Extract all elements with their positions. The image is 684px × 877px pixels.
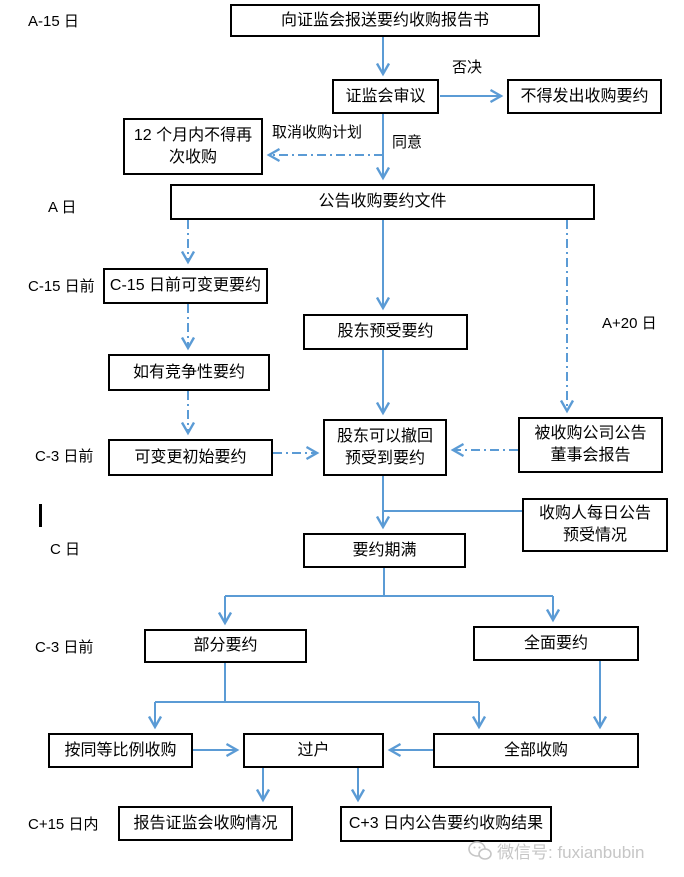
node-report-csrc: 报告证监会收购情况: [118, 806, 293, 841]
node-proportional: 按同等比例收购: [48, 733, 193, 768]
node-acquire-all: 全部收购: [433, 733, 639, 768]
edge-label-veto: 否决: [452, 59, 483, 76]
edge-label-cancel-plan: 取消收购计划: [272, 124, 363, 141]
edge-label-a-plus-20: A+20 日: [602, 315, 657, 332]
node-announce-result: C+3 日内公告要约收购结果: [340, 806, 552, 842]
wechat-watermark: 微信号: fuxianbubin: [468, 838, 644, 863]
node-no-offer: 不得发出收购要约: [507, 79, 662, 114]
edge-label-approve: 同意: [392, 134, 423, 151]
timeline-label-c-plus-15: C+15 日内: [28, 816, 99, 833]
node-withdraw: 股东可以撤回 预受到要约: [323, 419, 447, 476]
timeline-label-a-minus-15: A-15 日: [28, 13, 79, 30]
node-announce-offer: 公告收购要约文件: [170, 184, 595, 220]
edge-expiry-branch: [225, 568, 553, 597]
node-offer-expiry: 要约期满: [303, 533, 466, 568]
timeline-tick: [39, 504, 42, 527]
node-board-report: 被收购公司公告 董事会报告: [518, 417, 663, 473]
node-transfer: 过户: [243, 733, 384, 768]
wechat-icon: [468, 840, 492, 860]
timeline-label-a-day: A 日: [48, 199, 77, 216]
timeline-label-c-day: C 日: [50, 541, 81, 558]
node-withdraw-line1: 股东可以撤回: [336, 427, 433, 445]
node-change-initial: 可变更初始要约: [108, 439, 273, 476]
node-csrc-review: 证监会审议: [332, 79, 439, 114]
node-submit-report: 向证监会报送要约收购报告书: [230, 4, 540, 37]
node-no-reacquire: 12 个月内不得再 次收购: [123, 118, 263, 175]
node-shareholder-preaccept: 股东预受要约: [303, 314, 468, 350]
node-change-before-c15: C-15 日前可变更要约: [103, 268, 268, 304]
node-withdraw-line2: 预受到要约: [344, 449, 425, 467]
node-competing-offer: 如有竞争性要约: [108, 354, 270, 391]
node-daily-announce-line1: 收购人每日公告: [538, 505, 651, 523]
node-board-report-line2: 董事会报告: [550, 447, 631, 464]
timeline-label-c-minus-15: C-15 日前: [28, 278, 95, 295]
node-daily-announce-line2: 预受情况: [562, 527, 627, 544]
node-daily-announce: 收购人每日公告 预受情况: [522, 498, 668, 552]
edge-partial-branch: [155, 663, 479, 703]
timeline-label-c-minus-3-upper: C-3 日前: [35, 448, 94, 465]
timeline-label-c-minus-3-lower: C-3 日前: [35, 639, 94, 656]
wechat-id-text: 微信号: fuxianbubin: [497, 843, 645, 862]
node-board-report-line1: 被收购公司公告: [534, 425, 647, 443]
node-full-offer: 全面要约: [473, 626, 639, 661]
node-no-reacquire-line2: 次收购: [168, 148, 217, 166]
node-no-reacquire-line1: 12 个月内不得再: [133, 126, 253, 144]
node-partial-offer: 部分要约: [144, 629, 307, 663]
